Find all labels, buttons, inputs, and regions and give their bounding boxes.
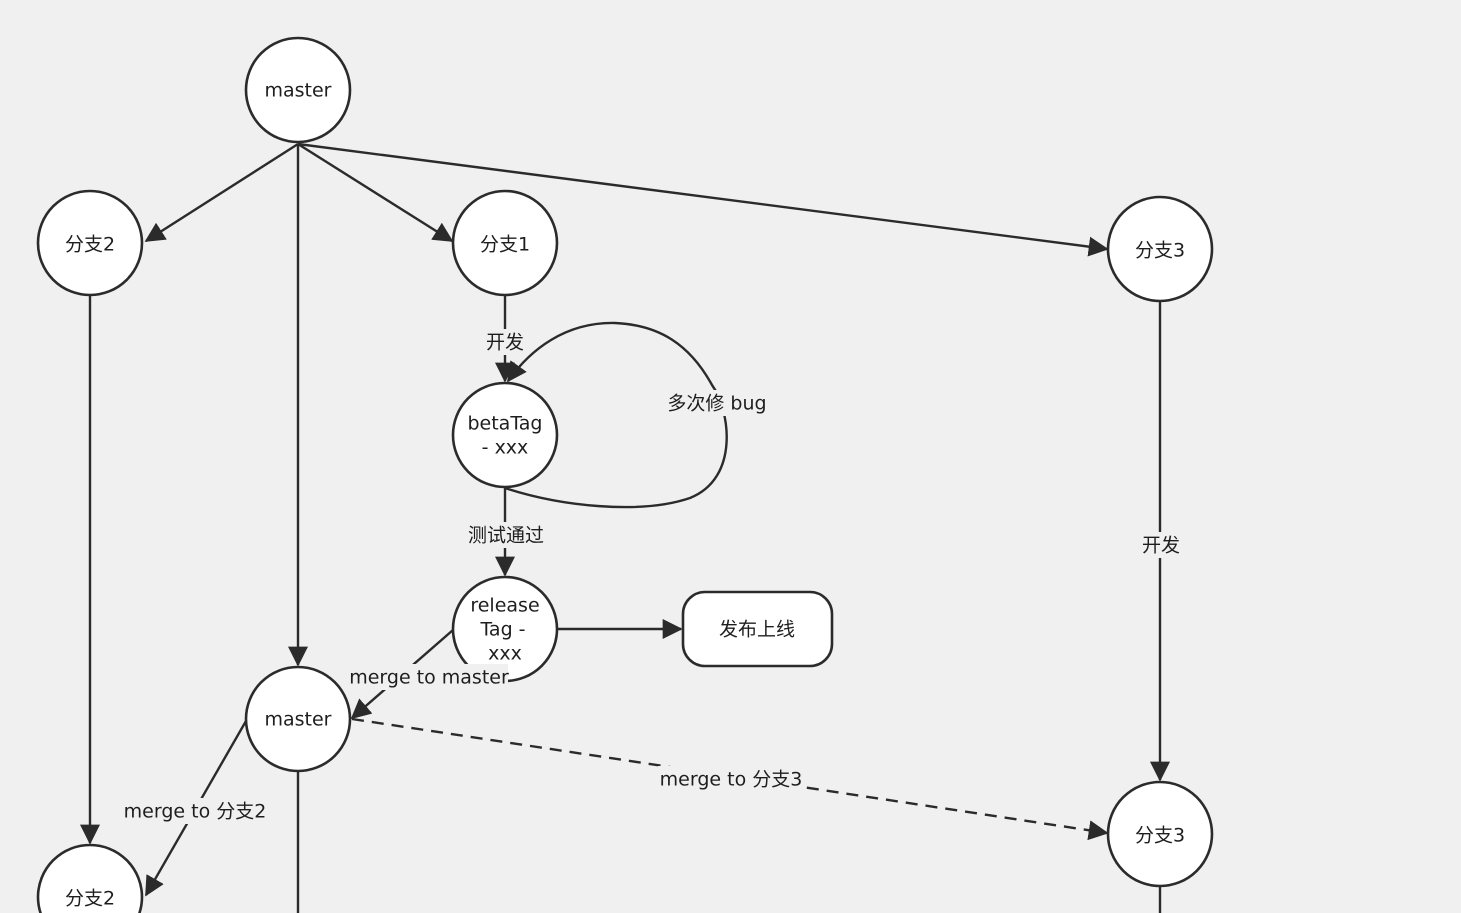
node-branch1[interactable]: 分支1	[451, 189, 559, 297]
edge-master-to-branch3[interactable]	[297, 142, 1109, 257]
edge-master-to-branch1[interactable]	[297, 142, 454, 243]
node-branch2-bottom-label: 分支2	[65, 888, 115, 910]
edge-label-merge-master-text: merge to master	[349, 667, 509, 689]
node-branch2-bottom[interactable]: 分支2	[36, 843, 144, 913]
node-branch2-top[interactable]: 分支2	[36, 189, 144, 297]
edge-master-to-branch2[interactable]	[144, 142, 299, 243]
node-master-top[interactable]: master	[244, 36, 352, 144]
node-branch2-top-label: 分支2	[65, 234, 115, 256]
edge-label-test-pass: 测试通过	[466, 522, 546, 548]
edge-label-merge-branch2-text: merge to 分支2	[124, 801, 267, 823]
edge-label-fix-bugs: 多次修 bug	[666, 390, 768, 416]
node-master-mid[interactable]: master	[244, 665, 352, 773]
edge-label-merge-branch3-text: merge to 分支3	[660, 769, 803, 791]
node-release-tag-label-line3: xxx	[488, 643, 522, 665]
edge-label-develop-1-text: 开发	[486, 332, 524, 354]
node-master-mid-label: master	[264, 709, 331, 731]
edge-label-develop-3-text: 开发	[1142, 535, 1180, 557]
edge-labels: 开发 多次修 bug 测试通过 merge to master 开发 merge…	[122, 329, 1182, 824]
edge-label-merge-master: merge to master	[349, 664, 509, 690]
edge-label-develop-1: 开发	[485, 329, 526, 355]
node-branch3-bottom-label: 分支3	[1135, 825, 1185, 847]
nodes: master 分支2 分支1 分支3 betaTag - xxx release…	[36, 36, 1214, 913]
edge-label-merge-branch2: merge to 分支2	[122, 798, 268, 824]
node-beta-tag-label-line2: - xxx	[482, 437, 529, 459]
node-master-top-label: master	[264, 80, 331, 102]
edge-label-fix-bugs-text: 多次修 bug	[667, 393, 766, 415]
edge-beta-self-loop[interactable]	[504, 321, 728, 509]
edge-label-develop-3: 开发	[1140, 532, 1182, 558]
node-branch3-bottom[interactable]: 分支3	[1106, 780, 1214, 888]
node-release-tag[interactable]: release Tag - xxx	[451, 575, 559, 683]
node-branch3-top-label: 分支3	[1135, 240, 1185, 262]
edge-label-merge-branch3: merge to 分支3	[658, 766, 804, 792]
node-beta-tag[interactable]: betaTag - xxx	[451, 381, 559, 489]
node-branch3-top[interactable]: 分支3	[1106, 195, 1214, 303]
node-publish[interactable]: 发布上线	[681, 590, 834, 668]
node-publish-label: 发布上线	[719, 619, 795, 641]
node-beta-tag-label-line1: betaTag	[467, 413, 542, 435]
node-branch1-label: 分支1	[480, 234, 530, 256]
edge-label-test-pass-text: 测试通过	[468, 525, 544, 547]
node-release-tag-label-line2: Tag -	[479, 619, 525, 641]
edges	[80, 142, 1170, 913]
node-release-tag-label-line1: release	[470, 595, 539, 617]
